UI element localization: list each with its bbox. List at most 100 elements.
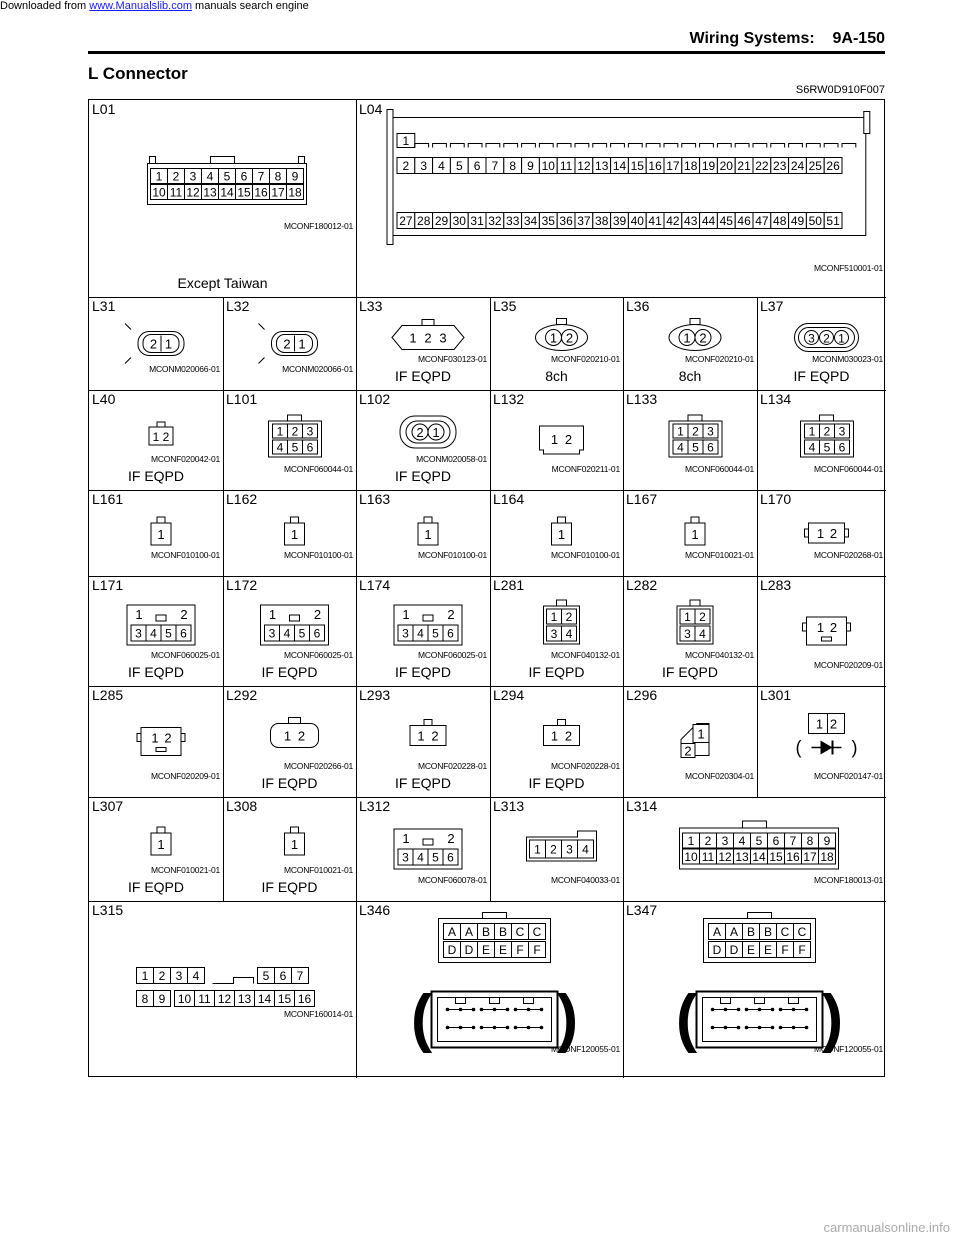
connector-label: L312 <box>359 798 391 814</box>
l314-pin-17: 17 <box>803 850 817 864</box>
connector-code: MCONF010100-01 <box>150 550 220 560</box>
connector-code: MCONF020210-01 <box>550 354 620 364</box>
l170-pin-1: 1 <box>817 526 824 541</box>
l134-pin-5: 5 <box>824 441 831 455</box>
l314-pin-15: 15 <box>769 850 783 864</box>
l102-pin-2: 2 <box>416 425 423 440</box>
l174-pin-4: 4 <box>417 627 424 641</box>
section-title: L Connector <box>88 64 188 83</box>
l33-pin-2: 2 <box>424 331 431 346</box>
l04-pin-41: 41 <box>648 214 662 228</box>
l314-pin-11: 11 <box>702 850 715 864</box>
l293-pin-1: 1 <box>417 729 424 744</box>
l04-pin-50: 50 <box>809 214 823 228</box>
l172-pin-2: 2 <box>314 607 321 622</box>
l04-pin-31: 31 <box>470 214 484 228</box>
l04-pin-36: 36 <box>559 214 573 228</box>
l167-pin-1: 1 <box>691 527 698 542</box>
l01-pin-12: 12 <box>186 186 200 200</box>
connector-label: L35 <box>493 298 517 314</box>
l01-pin-8: 8 <box>275 170 282 184</box>
l347-pin-A: A <box>730 925 738 939</box>
l315-pin-7-box <box>291 967 309 984</box>
l04-pin-46: 46 <box>737 214 751 228</box>
l312-pin-5: 5 <box>432 851 439 865</box>
l315-pin-5: 5 <box>263 969 270 983</box>
l312-pin-2: 2 <box>447 831 454 846</box>
l01-pin-4: 4 <box>207 170 214 184</box>
l315-pin-16-box <box>294 990 315 1007</box>
l01-pin-14: 14 <box>220 186 234 200</box>
connector-code: MCONF120055-01 <box>550 1044 620 1054</box>
l346-pin-B: B <box>499 925 507 939</box>
page-header: Wiring Systems: 9A-150 <box>88 30 885 54</box>
connector-code: MCONF060078-01 <box>417 875 487 885</box>
l312-pin-6-box <box>442 848 459 866</box>
l01-pin-18: 18 <box>288 186 302 200</box>
l347-paren-open: ( <box>676 982 698 1054</box>
l37-pin-3: 3 <box>808 332 815 346</box>
connector-label: L282 <box>626 577 658 593</box>
connector-label: L285 <box>92 687 124 703</box>
connector-code: MCONF020042-01 <box>150 454 220 464</box>
l04-pin-1-box <box>396 133 416 148</box>
l04-pin-2: 2 <box>403 159 410 173</box>
l04-pin-18: 18 <box>684 159 698 173</box>
l101-pin-2: 2 <box>292 425 299 439</box>
connector-diagram-l161: 1 <box>150 516 172 546</box>
manualslib-link[interactable]: www.Manualslib.com <box>89 0 192 12</box>
l04-pin-48: 48 <box>773 214 787 228</box>
connector-note: IF EQPD <box>528 775 585 791</box>
connector-label: L292 <box>226 687 258 703</box>
l133-pin-6-box <box>702 439 719 455</box>
l174-pin-1: 1 <box>402 607 409 622</box>
l134-pin-4: 4 <box>809 441 816 455</box>
connector-label: L281 <box>493 577 525 593</box>
l134-pin-2: 2 <box>824 425 831 439</box>
l133-pin-2: 2 <box>692 425 699 439</box>
l315-pin-14: 14 <box>258 992 272 1006</box>
l285-pin-1: 1 <box>151 731 158 746</box>
connector-label: L315 <box>92 902 124 918</box>
l315-pin-4: 4 <box>193 969 200 983</box>
connector-diagram-l164: 1 <box>551 516 572 546</box>
l134-pin-3: 3 <box>839 425 846 439</box>
l346-pin-A: A <box>465 925 473 939</box>
l33-pin-1: 1 <box>409 331 416 346</box>
l314-pin-3: 3 <box>722 834 729 848</box>
l301-paren-close: ) <box>852 738 858 758</box>
l04-pin-37: 37 <box>577 214 591 228</box>
connector-note: IF EQPD <box>127 879 184 895</box>
l346-pin-B: B <box>482 925 490 939</box>
connector-label: L308 <box>226 798 258 814</box>
l292-pin-1: 1 <box>284 729 291 744</box>
l04-pin-26-box <box>823 157 843 174</box>
l294-pin-1: 1 <box>551 729 558 744</box>
l01-pin-1: 1 <box>156 170 163 184</box>
connector-note: 8ch <box>678 368 702 384</box>
l347-pin-D: D <box>730 943 739 957</box>
connector-label: L40 <box>92 391 116 407</box>
connector-code: MCONM020058-01 <box>416 454 487 464</box>
page-title: Wiring Systems: 9A-150 <box>689 30 885 47</box>
l293-pin-2: 2 <box>431 729 438 744</box>
l01-pin-18-box <box>286 184 304 200</box>
l134-pin-1: 1 <box>809 425 816 439</box>
connector-note: IF EQPD <box>261 664 318 680</box>
connector-code: MCONF040033-01 <box>550 875 620 885</box>
